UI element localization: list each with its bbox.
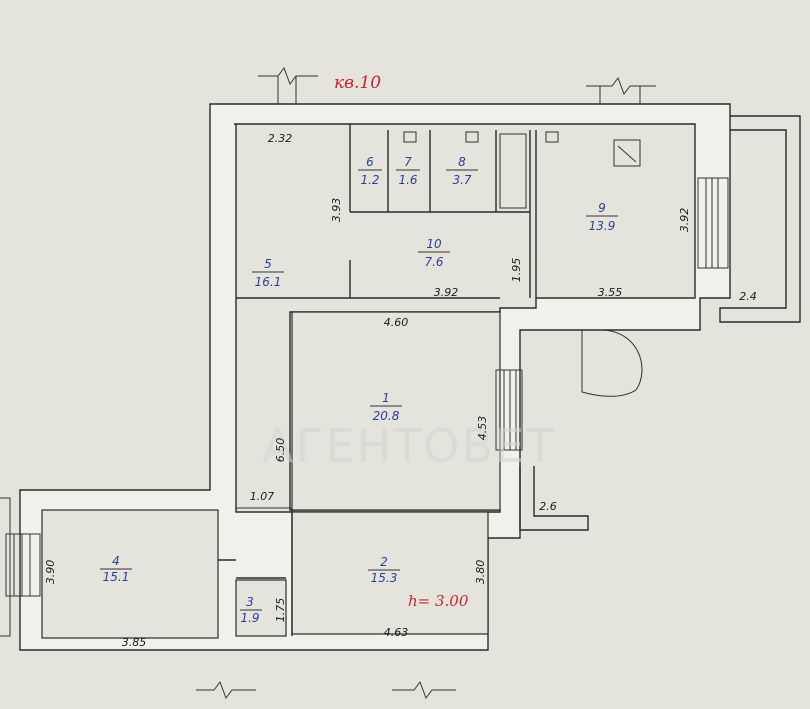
dim-label: 3.92 [434, 286, 459, 299]
room-2-number: 2 [380, 555, 388, 569]
room-5-number: 5 [264, 257, 272, 271]
fixtures [403, 131, 641, 209]
room-8-area: 3.7 [452, 173, 471, 187]
room-10-number: 10 [426, 237, 442, 251]
break-marks [196, 66, 656, 700]
room-6-area: 1.2 [360, 173, 379, 187]
apartment-label: кв.10 [334, 73, 381, 93]
partitions [218, 124, 537, 636]
room-4-number: 4 [112, 554, 120, 568]
room-10-area: 7.6 [424, 255, 443, 269]
ceiling-height-label: h= 3.00 [408, 592, 469, 610]
windows [5, 177, 729, 597]
dim-label: 3.55 [598, 286, 623, 299]
room-1-area: 20.8 [373, 409, 400, 423]
room-8-number: 8 [458, 155, 466, 169]
dim-label: 1.75 [274, 598, 287, 623]
dim-label: 2.4 [739, 290, 757, 303]
dim-label: 4.53 [476, 416, 489, 441]
room-9-number: 9 [598, 201, 606, 215]
room-7-number: 7 [404, 155, 412, 169]
walls [19, 103, 731, 651]
room-labels: 1 20.8 2 15.3 3 1.9 4 15.1 5 16.1 6 1.2 … [100, 155, 618, 625]
dim-label: 1.95 [510, 258, 523, 283]
dim-label: 3.85 [122, 636, 147, 649]
dim-label: 6.50 [274, 438, 287, 463]
dim-label: 3.90 [44, 560, 57, 585]
dim-label: 3.92 [678, 208, 691, 233]
dim-label: 2.32 [268, 132, 293, 145]
dimension-labels: 2.32 3.93 3.92 3.92 3.55 1.95 2.4 4.60 6… [44, 132, 757, 649]
room-7-area: 1.6 [398, 173, 417, 187]
dim-label: 3.80 [474, 560, 487, 585]
balconies [0, 115, 801, 637]
dim-label: 4.60 [384, 316, 409, 329]
room-9-area: 13.9 [589, 219, 616, 233]
dim-label: 4.63 [384, 626, 409, 639]
room-4-area: 15.1 [103, 570, 130, 584]
dim-label: 2.6 [539, 500, 557, 513]
room-3-area: 1.9 [240, 611, 259, 625]
room-3-number: 3 [246, 595, 254, 609]
room-6-number: 6 [366, 155, 374, 169]
room-1-number: 1 [382, 391, 390, 405]
room-2-area: 15.3 [371, 571, 398, 585]
room-5-area: 16.1 [255, 275, 282, 289]
watermark: АГЕНТОВЕТ [262, 419, 556, 473]
dim-label: 1.07 [250, 490, 275, 503]
dim-label: 3.93 [330, 198, 343, 223]
